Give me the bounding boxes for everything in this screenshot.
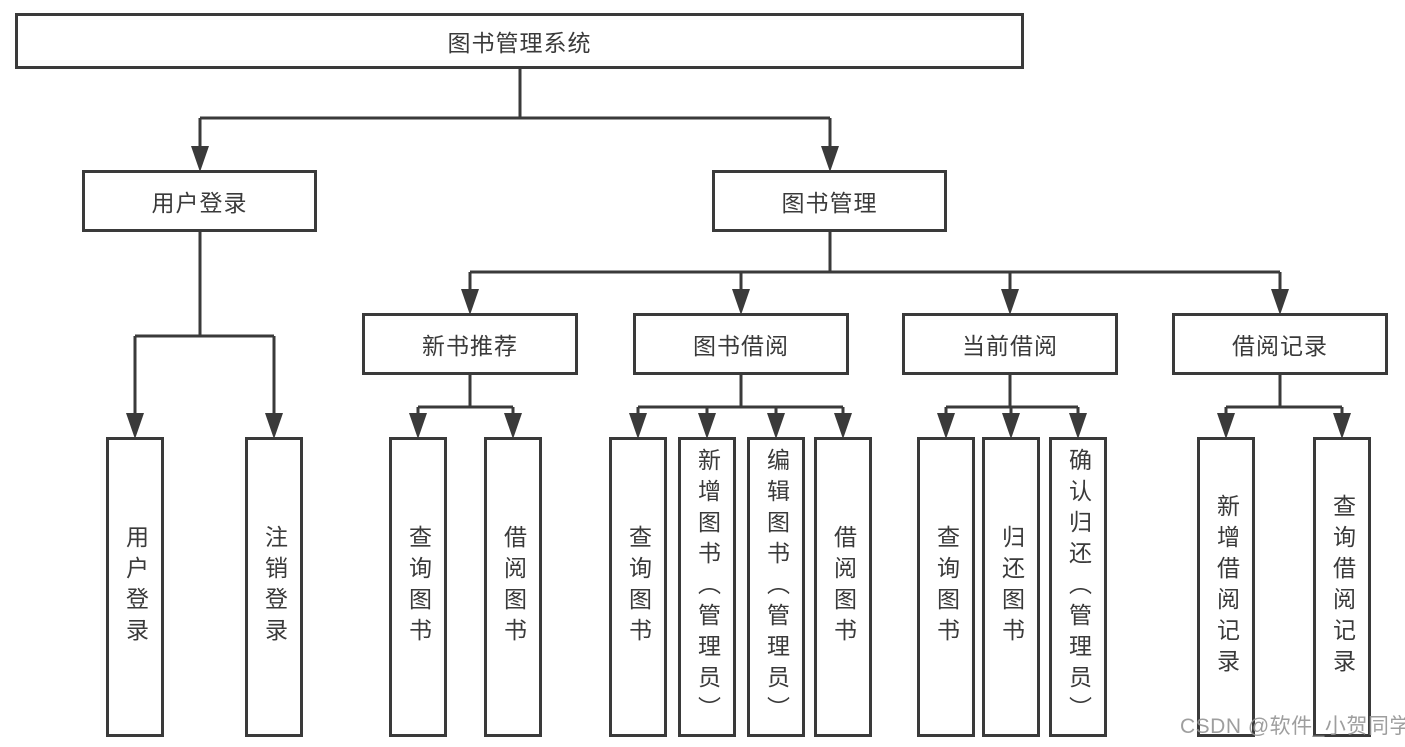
node-login-action-label: 用户登录	[122, 525, 149, 649]
node-query-borrow-record: 查询借阅记录	[1313, 437, 1371, 737]
node-new-book-recommend: 新书推荐	[362, 313, 578, 375]
watermark: CSDN @软件_小贺同学	[1180, 715, 1405, 738]
node-new-book-recommend-label: 新书推荐	[422, 333, 518, 359]
node-borrowing-query-books-label: 查询图书	[625, 525, 652, 649]
node-confirm-return-admin: 确认归还（管理员）	[1049, 437, 1107, 737]
node-add-books-admin-label: 新增图书（管理员）	[694, 447, 721, 727]
node-add-borrow-record-label: 新增借阅记录	[1213, 494, 1240, 680]
node-current-borrowing: 当前借阅	[902, 313, 1118, 375]
node-user-login-label: 用户登录	[151, 190, 248, 216]
node-return-books-label: 归还图书	[998, 525, 1025, 649]
node-book-borrowing: 图书借阅	[633, 313, 849, 375]
node-root: 图书管理系统	[15, 13, 1024, 69]
node-recommend-borrow-books-label: 借阅图书	[500, 525, 527, 649]
node-recommend-borrow-books: 借阅图书	[484, 437, 542, 737]
node-current-borrowing-label: 当前借阅	[962, 333, 1058, 359]
node-borrowing-query-books: 查询图书	[609, 437, 667, 737]
node-current-query-books-label: 查询图书	[933, 525, 960, 649]
node-login-action: 用户登录	[106, 437, 164, 737]
node-recommend-query-books-label: 查询图书	[405, 525, 432, 649]
node-edit-books-admin: 编辑图书（管理员）	[747, 437, 805, 737]
node-current-query-books: 查询图书	[917, 437, 975, 737]
node-logout-action-label: 注销登录	[261, 525, 288, 649]
node-add-borrow-record: 新增借阅记录	[1197, 437, 1255, 737]
node-confirm-return-admin-label: 确认归还（管理员）	[1065, 447, 1092, 727]
node-borrowing-records: 借阅记录	[1172, 313, 1388, 375]
node-return-books: 归还图书	[982, 437, 1040, 737]
node-borrowing-records-label: 借阅记录	[1232, 333, 1328, 359]
node-book-management: 图书管理	[712, 170, 947, 232]
node-query-borrow-record-label: 查询借阅记录	[1329, 494, 1356, 680]
node-borrowing-borrow-books: 借阅图书	[814, 437, 872, 737]
node-user-login: 用户登录	[82, 170, 317, 232]
node-book-borrowing-label: 图书借阅	[693, 333, 789, 359]
node-borrowing-borrow-books-label: 借阅图书	[830, 525, 857, 649]
node-book-management-label: 图书管理	[781, 190, 878, 216]
node-add-books-admin: 新增图书（管理员）	[678, 437, 736, 737]
node-logout-action: 注销登录	[245, 437, 303, 737]
node-recommend-query-books: 查询图书	[389, 437, 447, 737]
node-root-label: 图书管理系统	[447, 30, 592, 56]
node-edit-books-admin-label: 编辑图书（管理员）	[763, 447, 790, 727]
